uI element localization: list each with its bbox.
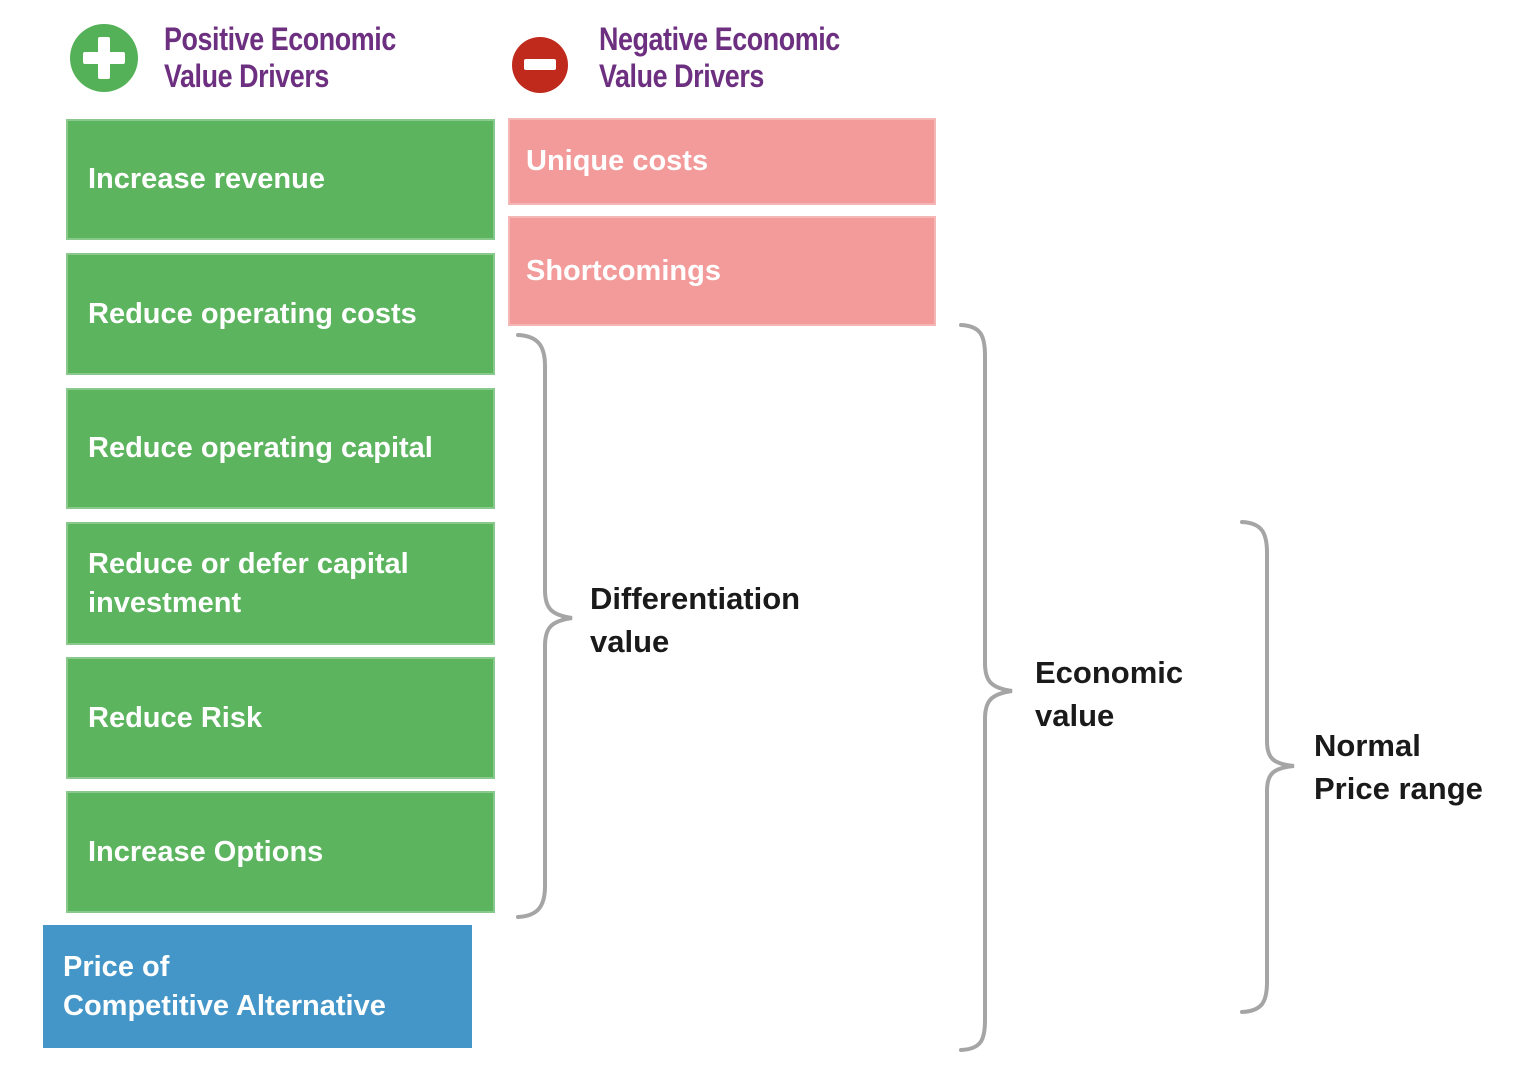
- minus-icon: [512, 37, 568, 93]
- negative-drivers-heading: Negative Economic Value Drivers: [599, 21, 840, 94]
- plus-icon: [70, 24, 138, 92]
- negative-driver-box-shortcomings: Shortcomings: [508, 216, 936, 326]
- positive-driver-box-reduce-operating-capital: Reduce operating capital: [66, 388, 495, 509]
- economic-value-brace: [954, 320, 1016, 1054]
- positive-drivers-heading: Positive Economic Value Drivers: [164, 21, 396, 94]
- positive-driver-box-reduce-operating-costs: Reduce operating costs: [66, 253, 495, 375]
- differentiation-value-label: Differentiation value: [590, 581, 801, 659]
- normal-price-range-brace: [1236, 516, 1298, 1018]
- positive-driver-box-increase-options: Increase Options: [66, 791, 495, 913]
- positive-driver-box-reduce-risk: Reduce Risk: [66, 657, 495, 779]
- positive-driver-box-reduce-defer-capital-investment: Reduce or defer capital investment: [66, 522, 495, 645]
- economic-value-label: Economic value: [1035, 655, 1184, 733]
- differentiation-value-brace: [512, 330, 576, 922]
- normal-price-range-label: Normal Price range: [1314, 728, 1483, 806]
- positive-driver-box-increase-revenue: Increase revenue: [66, 119, 495, 240]
- negative-driver-box-unique-costs: Unique costs: [508, 118, 936, 205]
- price-of-competitive-alternative-box: Price of Competitive Alternative: [43, 925, 472, 1048]
